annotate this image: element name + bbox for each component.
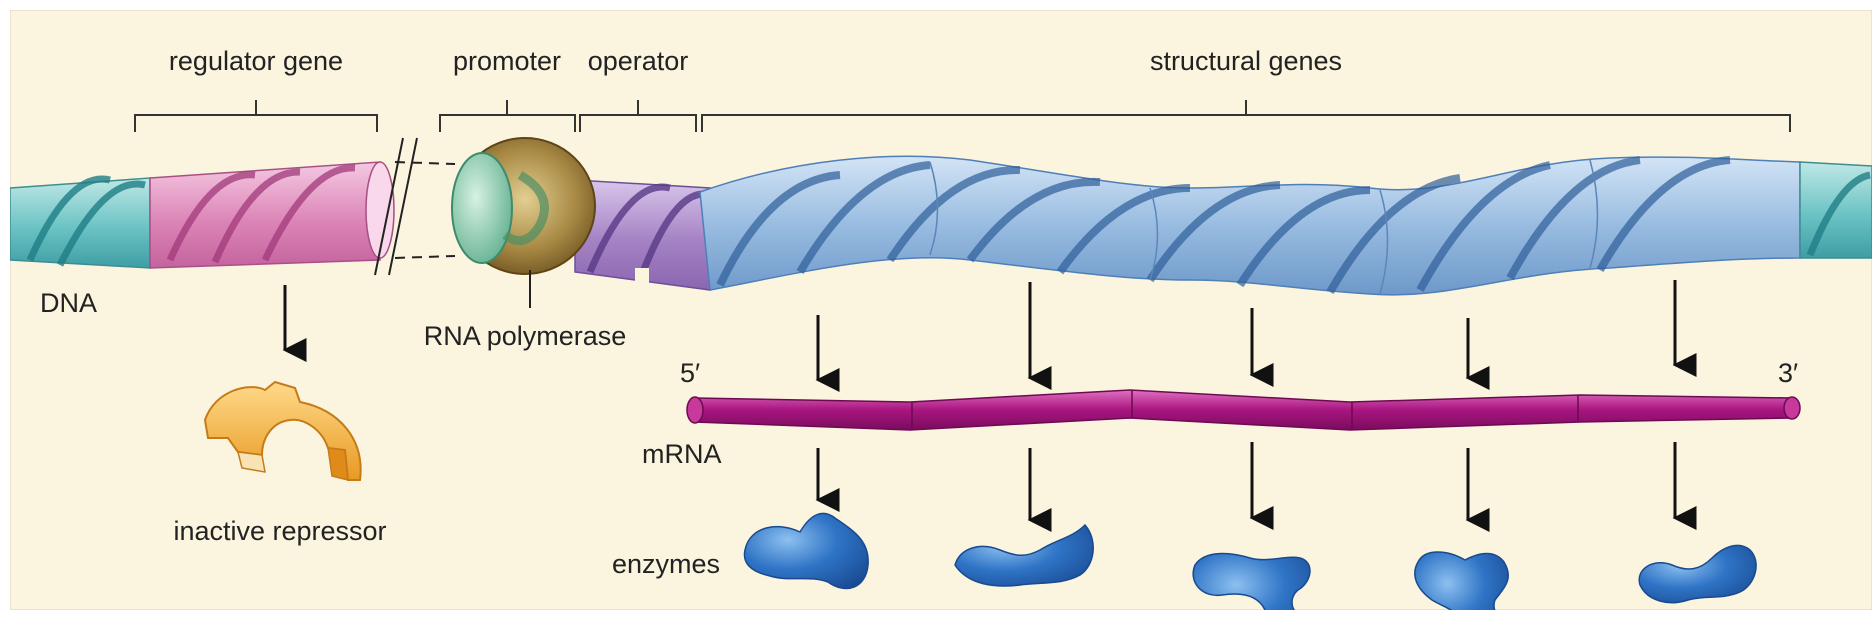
rna-polymerase-label: RNA polymerase <box>424 321 627 351</box>
diagram-panel: regulator gene promoter operator structu… <box>10 10 1872 610</box>
operator-notch <box>635 268 649 288</box>
dna-cut-end <box>366 162 394 258</box>
promoter-label: promoter <box>453 46 561 76</box>
operator-label: operator <box>588 46 689 76</box>
inactive-repressor-label: inactive repressor <box>173 516 386 546</box>
regulator-gene-label: regulator gene <box>169 46 343 76</box>
enzymes-label: enzymes <box>612 549 720 579</box>
three-prime-label: 3′ <box>1778 358 1798 388</box>
five-prime-label: 5′ <box>680 358 700 388</box>
structural-genes-label: structural genes <box>1150 46 1342 76</box>
mrna-label: mRNA <box>642 439 722 469</box>
dna-label: DNA <box>40 288 97 318</box>
